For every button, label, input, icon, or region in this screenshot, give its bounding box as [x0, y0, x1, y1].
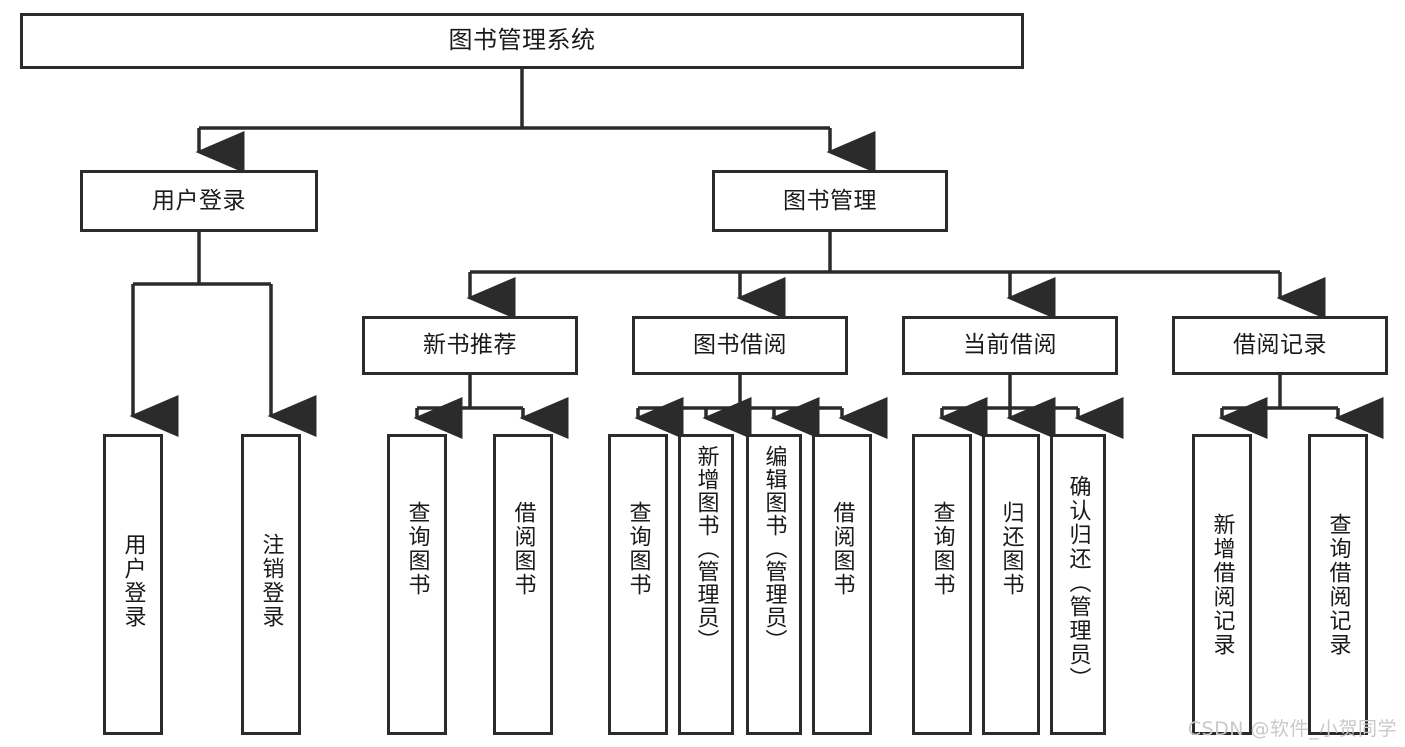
node-label: 注销登录 [258, 533, 284, 629]
node-label: 借阅图书 [829, 501, 855, 597]
node-leaf-add-borrow-record[interactable]: 新增借阅记录 [1192, 434, 1252, 735]
node-label: 图书管理系统 [448, 26, 596, 55]
node-label: 查询借阅记录 [1325, 513, 1351, 657]
node-current-borrow[interactable]: 当前借阅 [902, 316, 1118, 375]
node-borrow-record[interactable]: 借阅记录 [1172, 316, 1388, 375]
node-label: 图书借阅 [693, 332, 787, 359]
node-user-login[interactable]: 用户登录 [80, 170, 318, 232]
node-label: 编辑图书（管理员） [761, 445, 787, 652]
node-label: 归还图书 [998, 501, 1024, 597]
node-new-book-recommend[interactable]: 新书推荐 [362, 316, 578, 375]
node-leaf-confirm-return-admin[interactable]: 确认归还（管理员） [1050, 434, 1106, 735]
node-leaf-borrow-book-new[interactable]: 借阅图书 [493, 434, 553, 735]
node-label: 借阅记录 [1233, 332, 1327, 359]
node-book-borrow[interactable]: 图书借阅 [632, 316, 848, 375]
node-label: 用户登录 [152, 187, 246, 214]
node-label: 新增借阅记录 [1209, 513, 1235, 657]
node-leaf-return-book[interactable]: 归还图书 [982, 434, 1040, 735]
node-leaf-query-book-current[interactable]: 查询图书 [912, 434, 972, 735]
node-label: 查询图书 [404, 501, 430, 597]
node-label: 图书管理 [783, 187, 877, 214]
node-label: 查询图书 [625, 501, 651, 597]
node-leaf-query-borrow-record[interactable]: 查询借阅记录 [1308, 434, 1368, 735]
node-label: 新增图书（管理员） [693, 445, 719, 652]
node-leaf-query-book-borrow[interactable]: 查询图书 [608, 434, 668, 735]
node-leaf-borrow-book[interactable]: 借阅图书 [812, 434, 872, 735]
node-label: 查询图书 [929, 501, 955, 597]
node-label: 当前借阅 [963, 332, 1057, 359]
node-leaf-user-login[interactable]: 用户登录 [103, 434, 163, 735]
node-label: 确认归还（管理员） [1065, 475, 1091, 691]
node-leaf-query-book-new[interactable]: 查询图书 [387, 434, 447, 735]
node-root-system[interactable]: 图书管理系统 [20, 13, 1024, 69]
watermark-text: CSDN @软件_小贺同学 [1187, 718, 1397, 740]
node-label: 用户登录 [120, 533, 146, 629]
node-leaf-logout[interactable]: 注销登录 [241, 434, 301, 735]
node-label: 借阅图书 [510, 501, 536, 597]
node-label: 新书推荐 [423, 332, 517, 359]
node-book-management[interactable]: 图书管理 [712, 170, 948, 232]
node-leaf-add-book-admin[interactable]: 新增图书（管理员） [678, 434, 734, 735]
node-leaf-edit-book-admin[interactable]: 编辑图书（管理员） [746, 434, 802, 735]
